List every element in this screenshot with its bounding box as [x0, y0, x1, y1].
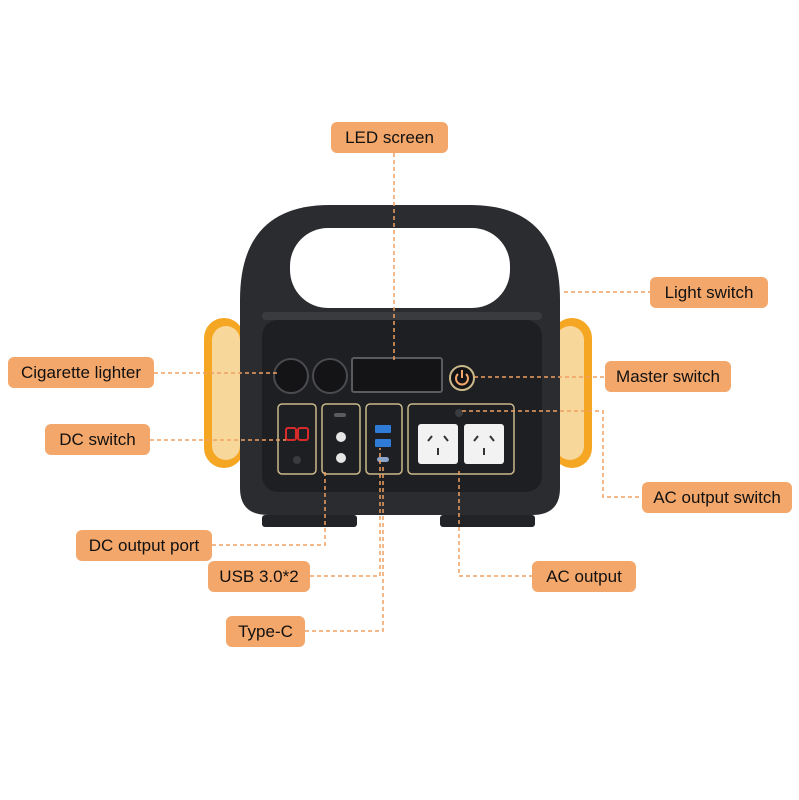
- type-c-port[interactable]: [377, 457, 389, 462]
- dc-switch-port-2[interactable]: [297, 427, 309, 441]
- label-cigarette-lighter: Cigarette lighter: [8, 357, 154, 388]
- usb-port-icon[interactable]: [375, 425, 391, 433]
- dc-output-panel: [321, 403, 361, 475]
- dc-output-port-1[interactable]: [336, 432, 346, 442]
- ac-output-switch-button[interactable]: [455, 409, 463, 417]
- side-light-left: [204, 318, 244, 468]
- label-ac-output: AC output: [532, 561, 636, 592]
- foot-right: [440, 515, 535, 527]
- label-dc-switch: DC switch: [45, 424, 150, 455]
- dc-switch-panel: [277, 403, 317, 475]
- usb-port-icon[interactable]: [375, 439, 391, 447]
- leader-usb: [310, 448, 381, 577]
- handle-opening: [290, 228, 510, 308]
- label-light-switch: Light switch: [650, 277, 768, 308]
- usb-panel: [365, 403, 403, 475]
- cigarette-lighter-socket-1[interactable]: [273, 358, 309, 394]
- leader-type-c: [305, 464, 384, 632]
- ac-socket-icon[interactable]: [418, 424, 458, 464]
- dc-switch-button[interactable]: [293, 456, 301, 464]
- label-usb: USB 3.0*2: [208, 561, 310, 592]
- ac-socket-icon[interactable]: [464, 424, 504, 464]
- led-screen-display: [351, 357, 443, 393]
- label-type-c: Type-C: [226, 616, 305, 647]
- label-ac-output-switch: AC output switch: [642, 482, 792, 513]
- leader-ac-output: [458, 471, 532, 577]
- leader-ac-output-switch: [462, 410, 642, 498]
- cigarette-lighter-socket-2[interactable]: [312, 358, 348, 394]
- dc-switch-port-1[interactable]: [285, 427, 297, 441]
- foot-left: [262, 515, 357, 527]
- dc-output-port-2[interactable]: [336, 453, 346, 463]
- power-icon: [455, 370, 469, 386]
- leader-dc-output-port: [212, 470, 326, 546]
- ac-output-panel: [407, 403, 515, 475]
- side-light-right: [552, 318, 592, 468]
- label-dc-output-port: DC output port: [76, 530, 212, 561]
- label-led-screen: LED screen: [331, 122, 448, 153]
- label-master-switch: Master switch: [605, 361, 731, 392]
